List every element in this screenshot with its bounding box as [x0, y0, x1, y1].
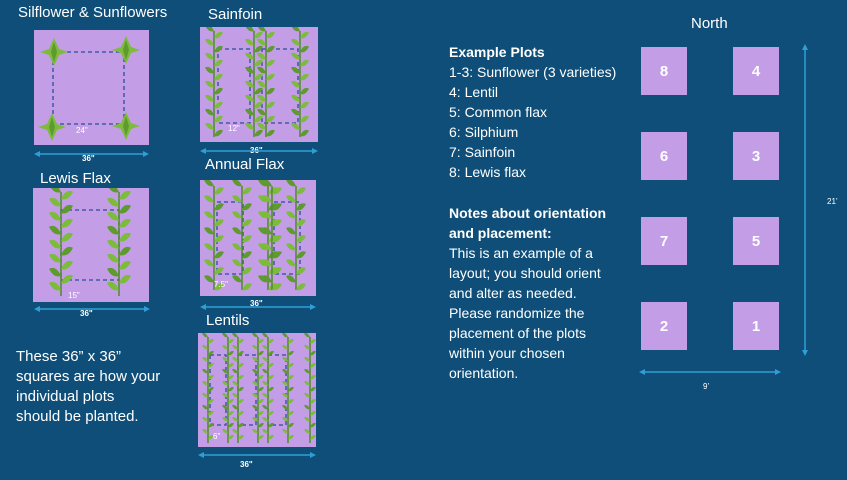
- notes-title-line: and placement:: [449, 225, 552, 241]
- plant-row-icon: [257, 27, 275, 137]
- plant-row-icon: [232, 180, 252, 291]
- notes-line: placement of the plots: [449, 325, 586, 341]
- silflower-title: Silflower & Sunflowers: [18, 4, 168, 21]
- notes-line: layout; you should orient: [449, 265, 601, 281]
- example-plots-legend: Example Plots 1-3: Sunflower (3 varietie…: [449, 42, 616, 182]
- width-dimension-label: 9’: [703, 382, 710, 391]
- notes-line: within your chosen: [449, 345, 565, 361]
- lentils-title: Lentils: [206, 312, 250, 329]
- legend-item: 7: Sainfoin: [449, 144, 516, 160]
- silflower-plot: [34, 30, 149, 145]
- lentils-plot-drawing: [202, 333, 316, 443]
- annual-flax-width-arrow: [200, 303, 316, 311]
- plant-row-icon: [202, 333, 214, 443]
- caption-line: individual plots: [16, 388, 115, 405]
- sainfoin-spacing-label: 12": [228, 124, 240, 133]
- legend-item: 1-3: Sunflower (3 varieties): [449, 64, 617, 80]
- plant-row-icon: [222, 333, 234, 443]
- height-dimension-arrow: [801, 44, 809, 356]
- silflower-width-label: 36": [82, 154, 95, 163]
- layout-box-3: 3: [733, 132, 779, 180]
- lentils-width-label: 36": [240, 460, 253, 469]
- lentils-width-arrow: [198, 451, 316, 459]
- caption-line: should be planted.: [16, 408, 139, 425]
- lewis-flax-plot: [33, 188, 149, 302]
- lewis-flax-width-label: 36": [80, 309, 93, 318]
- plant-row-icon: [232, 333, 244, 443]
- layout-box-1: 1: [733, 302, 779, 350]
- notes-line: This is an example of a: [449, 245, 593, 261]
- notes-title-line: Notes about orientation: [449, 205, 607, 221]
- orientation-notes: Notes about orientation and placement: T…: [449, 203, 606, 383]
- annual-flax-plot-drawing: [204, 180, 306, 291]
- annual-flax-width-label: 36": [250, 299, 263, 308]
- legend-item: 4: Lentil: [449, 84, 499, 100]
- notes-line: Please randomize the: [449, 305, 585, 321]
- sainfoin-plot: [200, 27, 318, 142]
- notes-line: and alter as needed.: [449, 285, 577, 301]
- annual-flax-plot: [200, 180, 316, 296]
- height-dimension-label: 21’: [827, 197, 838, 206]
- legend-item: 8: Lewis flax: [449, 164, 527, 180]
- sunflower-plant-icon: [112, 36, 140, 64]
- plant-row-icon: [205, 27, 223, 137]
- plant-row-icon: [262, 333, 274, 443]
- lentils-spacing-label: 6": [213, 432, 221, 441]
- sainfoin-width-arrow: [200, 147, 318, 155]
- annual-flax-title: Annual Flax: [205, 156, 285, 173]
- layout-box-2: 2: [641, 302, 687, 350]
- width-dimension-arrow: [639, 368, 781, 376]
- plant-row-icon: [304, 333, 316, 443]
- lewis-flax-spacing-label: 15": [68, 291, 80, 300]
- annual-flax-spacing-label: 7.5": [214, 280, 228, 289]
- sunflower-plant-icon: [112, 112, 140, 140]
- layout-box-8: 8: [641, 47, 687, 95]
- notes-line: orientation.: [449, 365, 519, 381]
- lewis-flax-width-arrow: [34, 305, 150, 313]
- caption-line: These 36” x 36”: [16, 348, 122, 365]
- layout-box-4: 4: [733, 47, 779, 95]
- layout-box-5: 5: [733, 217, 779, 265]
- silflower-width-arrow: [34, 150, 149, 158]
- legend-item: 6: Silphium: [449, 124, 519, 140]
- plant-row-icon: [204, 180, 224, 291]
- silflower-spacing-label: 24": [76, 126, 88, 135]
- plot-size-caption: These 36” x 36” squares are how your ind…: [16, 347, 160, 427]
- plant-row-icon: [107, 188, 131, 296]
- lentils-plot: [198, 333, 316, 447]
- plant-row-icon: [286, 180, 306, 291]
- silflower-plot-drawing: [38, 36, 140, 141]
- legend-item: 5: Common flax: [449, 104, 548, 120]
- sunflower-plant-icon: [40, 38, 68, 66]
- north-label: North: [691, 15, 728, 32]
- sainfoin-title: Sainfoin: [208, 6, 263, 23]
- layout-box-7: 7: [641, 217, 687, 265]
- caption-line: squares are how your: [16, 368, 161, 385]
- plant-row-icon: [291, 27, 309, 137]
- plant-row-icon: [282, 333, 294, 443]
- layout-box-6: 6: [641, 132, 687, 180]
- sainfoin-plot-drawing: [205, 27, 309, 137]
- plant-row-icon: [245, 27, 263, 137]
- plant-row-icon: [262, 180, 282, 291]
- legend-title: Example Plots: [449, 44, 545, 60]
- lewis-flax-plot-drawing: [49, 188, 131, 296]
- sunflower-plant-icon: [38, 113, 66, 141]
- lewis-flax-title: Lewis Flax: [40, 170, 111, 187]
- plant-row-icon: [49, 188, 73, 296]
- plant-row-icon: [252, 333, 264, 443]
